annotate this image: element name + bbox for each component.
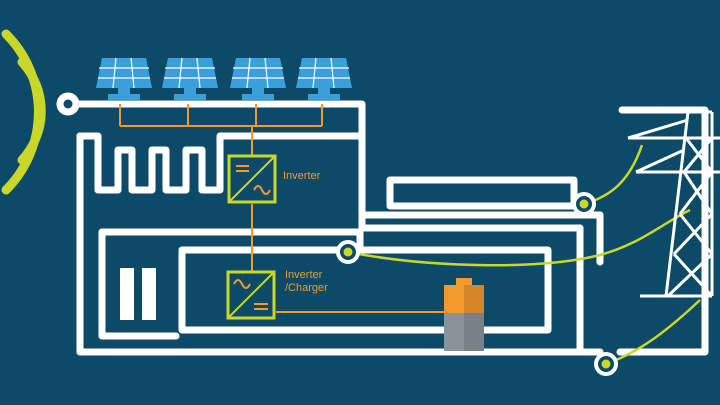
inverter-label: Inverter <box>283 170 321 182</box>
connection-node-icon <box>594 352 618 376</box>
inverter-charger-label-line1: Inverter <box>285 269 323 281</box>
connection-node-icon <box>572 192 596 216</box>
circuit-track <box>56 92 709 356</box>
power-tower-icon <box>627 110 720 298</box>
solar-panel-icon <box>296 57 352 100</box>
inverter-charger-label-line2: /Charger <box>285 282 328 294</box>
connection-node-icon <box>336 240 360 264</box>
solar-panels <box>96 57 352 100</box>
inverter-icon <box>227 154 277 204</box>
inverter-charger-label: Inverter /Charger <box>285 269 328 295</box>
solar-panel-icon <box>230 57 286 100</box>
dc-wiring <box>119 104 446 313</box>
battery-icon <box>444 278 484 351</box>
inverter-charger-icon <box>226 270 276 320</box>
solar-panel-icon <box>162 57 218 100</box>
solar-panel-icon <box>96 57 152 100</box>
wifi-signal-icon <box>1 29 46 195</box>
storage-bars-icon <box>120 268 156 320</box>
